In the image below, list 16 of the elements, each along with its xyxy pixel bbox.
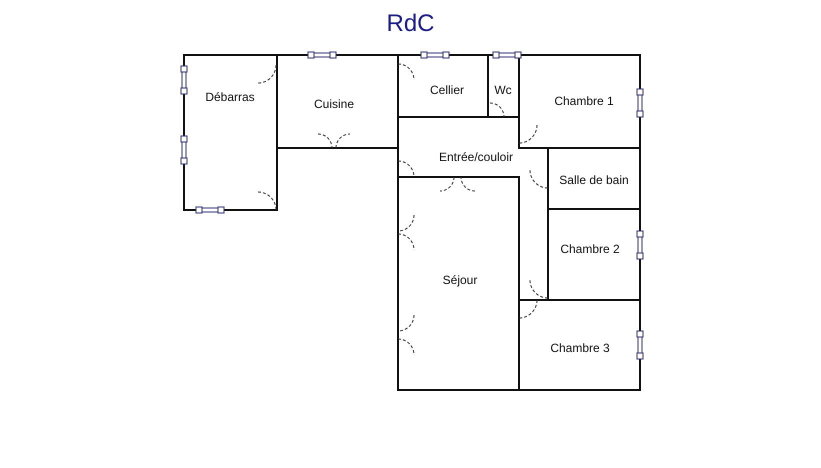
room-name: Chambre 1: [554, 94, 614, 108]
room-name: Chambre 2: [560, 242, 620, 256]
plan-title: RdC: [385, 10, 436, 38]
room: [277, 55, 398, 148]
room: [398, 177, 519, 390]
room-name: Wc: [494, 83, 512, 97]
room-name: Cuisine: [314, 97, 354, 111]
room-name: Cellier: [430, 83, 464, 97]
room: [519, 300, 640, 390]
room-name: Chambre 3: [550, 341, 610, 355]
room-name: Salle de bain: [559, 173, 629, 187]
room: [184, 55, 277, 210]
room: [519, 55, 640, 148]
room-name: Entrée/couloir: [438, 150, 514, 164]
room-name: Séjour: [442, 273, 478, 287]
room-name: Débarras: [205, 90, 255, 104]
